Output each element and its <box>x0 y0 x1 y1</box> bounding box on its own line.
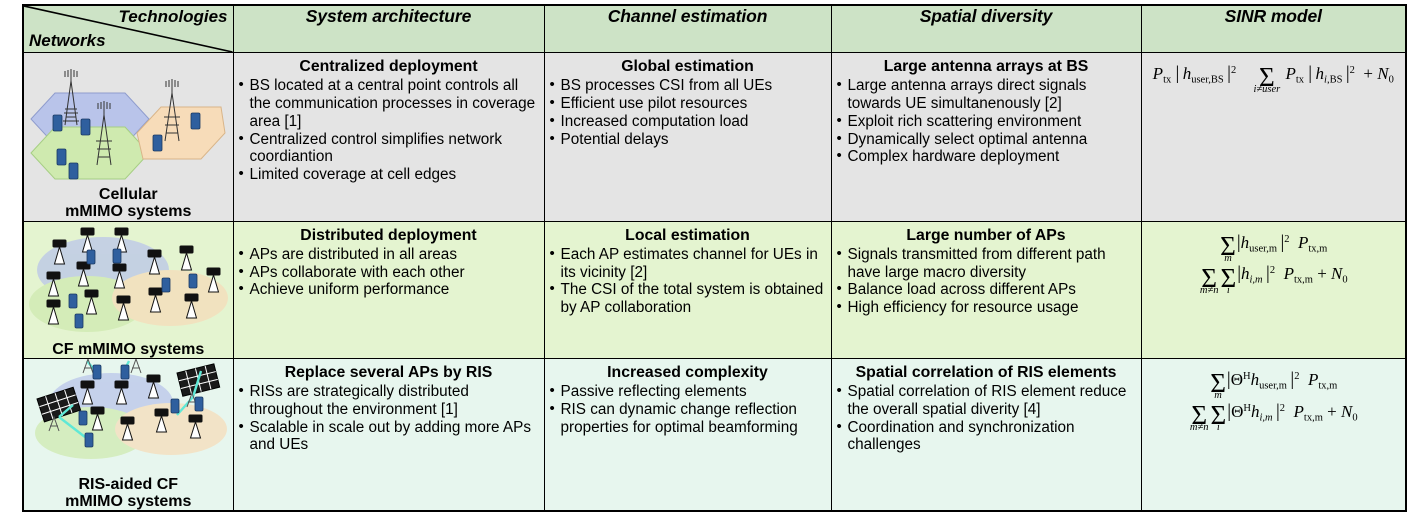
cell-title: Large antenna arrays at BS <box>883 58 1089 75</box>
network-cell-ris-aided-cf: RIS-aided CF mMIMO systems <box>22 357 234 512</box>
bullet-list: Passive reflecting elements RIS can dyna… <box>550 382 826 436</box>
cell-title: Distributed deployment <box>300 226 477 244</box>
cell-title: Spatial correlation of RIS elements <box>855 363 1117 381</box>
network-label-line2: mMIMO systems <box>65 203 192 221</box>
cell-spatial-diversity: Large antenna arrays at BS Large antenna… <box>830 52 1142 222</box>
cell-channel-estimation: Increased complexity Passive reflecting … <box>543 357 832 512</box>
bullet-list: Large antenna arrays direct signals towa… <box>837 76 1136 166</box>
cell-title: Local estimation <box>625 226 750 244</box>
list-item: Achieve uniform performance <box>239 280 539 299</box>
cell-system-architecture: Replace several APs by RIS RISs are stra… <box>232 357 545 512</box>
cell-title: Increased complexity <box>607 363 768 381</box>
network-label-line2: mMIMO systems <box>65 493 192 511</box>
cell-title: Global estimation <box>621 58 754 75</box>
cell-channel-estimation: Global estimation BS processes CSI from … <box>543 52 832 222</box>
bullet-list: RISs are strategically distributed throu… <box>239 382 539 454</box>
corner-label-networks: Networks <box>29 31 106 50</box>
list-item: Spatial correlation of RIS element reduc… <box>837 382 1136 418</box>
bullet-list: Each AP estimates channel for UEs in its… <box>550 245 826 317</box>
list-item: Signals transmitted from different path … <box>837 245 1136 281</box>
formula-numerator: Ptx | huser,BS |2 <box>1152 63 1237 86</box>
network-cell-cf-mmimo: CF mMIMO systems <box>22 220 234 359</box>
network-label-cf-mmimo: CF mMIMO systems <box>24 341 233 358</box>
cell-spatial-diversity: Large number of APs Signals transmitted … <box>830 220 1142 359</box>
list-item: Complex hardware deployment <box>837 147 1136 166</box>
list-item: Increased computation load <box>550 112 826 131</box>
cell-spatial-diversity: Spatial correlation of RIS elements Spat… <box>830 357 1142 512</box>
column-header-sinr-model: SINR model <box>1140 4 1407 53</box>
bullet-list: APs are distributed in all areas APs col… <box>239 245 539 299</box>
network-label-ris-aided-cf: RIS-aided CF mMIMO systems <box>24 476 233 511</box>
list-item: Passive reflecting elements <box>550 382 826 401</box>
ris-aided-cf-diagram-icon <box>35 358 228 459</box>
cell-title: Large number of APs <box>906 226 1066 244</box>
list-item: Large antenna arrays direct signals towa… <box>837 76 1136 112</box>
table-row: Cellular mMIMO systems Centralized deplo… <box>22 52 1407 222</box>
list-item: Each AP estimates channel for UEs in its… <box>550 245 826 281</box>
cell-title: Replace several APs by RIS <box>284 363 493 381</box>
column-header-spatial-diversity: Spatial diversity <box>830 4 1142 53</box>
bullet-list: BS processes CSI from all UEs Efficient … <box>550 76 826 149</box>
comparison-table-container: Technologies Networks System architectur… <box>0 4 1409 525</box>
list-item: BS located at a central point controls a… <box>239 76 539 130</box>
cellular-hex-diagram-icon <box>30 69 226 180</box>
list-item: Limited coverage at cell edges <box>239 165 539 184</box>
column-header-channel-estimation: Channel estimation <box>543 4 832 53</box>
bullet-list: Spatial correlation of RIS element reduc… <box>837 382 1136 454</box>
table-row: RIS-aided CF mMIMO systems Replace sever… <box>22 357 1407 512</box>
network-label-line1: CF mMIMO systems <box>52 340 205 358</box>
column-header-system-architecture: System architecture <box>232 4 545 53</box>
cell-system-architecture: Centralized deployment BS located at a c… <box>232 52 545 222</box>
bullet-list: BS located at a central point controls a… <box>239 76 539 184</box>
network-cell-cellular: Cellular mMIMO systems <box>22 52 234 222</box>
network-label-line1: Cellular <box>98 186 158 203</box>
list-item: High efficiency for resource usage <box>837 298 1136 317</box>
list-item: Efficient use pilot resources <box>550 94 826 113</box>
list-item: Scalable in scale out by adding more APs… <box>239 418 539 454</box>
diagonal-divider-icon <box>24 6 232 52</box>
network-label-cellular: Cellular mMIMO systems <box>24 186 233 221</box>
list-item: APs are distributed in all areas <box>239 245 539 264</box>
list-item: Coordination and synchronization challen… <box>837 418 1136 454</box>
list-item: Centralized control simplifies network c… <box>239 130 539 166</box>
cell-system-architecture: Distributed deployment APs are distribut… <box>232 220 545 359</box>
network-label-line1: RIS-aided CF <box>78 475 179 493</box>
table-row: CF mMIMO systems Distributed deployment … <box>22 220 1407 359</box>
corner-label-technologies: Technologies <box>118 7 228 26</box>
cell-channel-estimation: Local estimation Each AP estimates chann… <box>543 220 832 359</box>
list-item: RIS can dynamic change reflection proper… <box>550 400 826 436</box>
technology-comparison-table: Technologies Networks System architectur… <box>22 4 1407 513</box>
list-item: RISs are strategically distributed throu… <box>239 382 539 418</box>
list-item: Exploit rich scattering environment <box>837 112 1136 131</box>
corner-header-cell: Technologies Networks <box>22 4 234 53</box>
list-item: APs collaborate with each other <box>239 263 539 282</box>
list-item: BS processes CSI from all UEs <box>550 76 826 95</box>
list-item: Balance load across different APs <box>837 280 1136 299</box>
list-item: Potential delays <box>550 130 826 149</box>
list-item: The CSI of the total system is obtained … <box>550 280 826 316</box>
list-item: Dynamically select optimal antenna <box>837 130 1136 149</box>
cell-title: Centralized deployment <box>299 58 478 75</box>
table-header-row: Technologies Networks System architectur… <box>22 4 1407 53</box>
cf-mmimo-ellipse-diagram-icon <box>29 227 229 332</box>
bullet-list: Signals transmitted from different path … <box>837 245 1136 317</box>
